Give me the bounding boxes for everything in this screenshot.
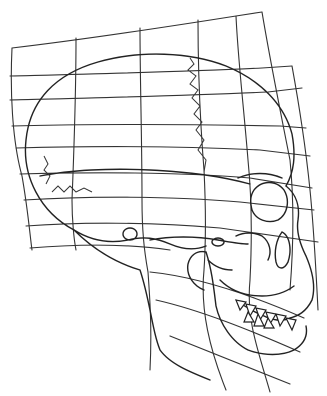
transformation-grid xyxy=(10,12,318,392)
tooth xyxy=(236,300,246,310)
grid-col-5 xyxy=(236,16,270,392)
mandible-detail xyxy=(220,280,294,296)
ear-opening xyxy=(123,228,137,240)
grid-col-4 xyxy=(198,20,226,390)
skull-outline xyxy=(25,54,313,380)
grid-row-1 xyxy=(12,12,262,48)
tooth xyxy=(286,318,296,330)
coronoid xyxy=(208,260,232,270)
grid-row-6 xyxy=(20,173,312,188)
grid-row-10 xyxy=(150,272,304,318)
cheekbone xyxy=(236,233,270,260)
grid-col-1 xyxy=(11,48,32,250)
grid-row-7 xyxy=(24,197,314,210)
grid-row-9 xyxy=(30,245,170,250)
cranial-base xyxy=(74,230,206,249)
grid-row-8 xyxy=(26,223,318,242)
lambdoid-suture xyxy=(44,156,50,184)
grid-col-3 xyxy=(140,28,151,370)
grid-col-7 xyxy=(292,66,318,310)
condyle xyxy=(212,238,224,246)
teeth xyxy=(236,300,296,330)
temporal-line xyxy=(40,169,250,184)
grid-row-5 xyxy=(16,147,310,156)
orbit xyxy=(251,183,288,222)
grid-row-4 xyxy=(12,125,306,129)
tooth xyxy=(244,312,254,322)
zygomatic-arch xyxy=(150,237,248,244)
occipital-neck xyxy=(74,230,210,380)
grid-row-3 xyxy=(10,88,302,100)
grid-row-2 xyxy=(10,66,292,76)
grid-row-12 xyxy=(170,336,290,384)
